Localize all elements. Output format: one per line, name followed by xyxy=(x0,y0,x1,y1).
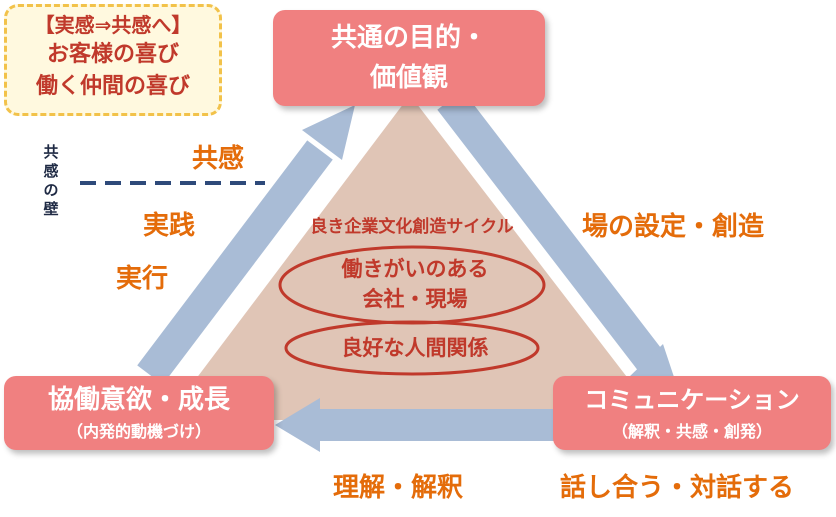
label-ba-settei: 場の設定・創造 xyxy=(582,212,765,242)
node-shared-purpose: 共通の目的・ 価値観 xyxy=(273,10,545,106)
node-top-line1: 共通の目的・ xyxy=(330,23,487,53)
label-jissen: 実践 xyxy=(143,211,196,241)
callout-line-colleague: 働く仲間の喜び xyxy=(35,74,190,99)
label-hanashiau: 話し合う・対話する xyxy=(560,473,795,503)
inner-triangle xyxy=(165,95,660,420)
node-right-sub: （解釈・共感・創発） xyxy=(611,422,772,441)
ellipse1-line2: 会社・現場 xyxy=(362,287,468,311)
ellipse1-line1: 働きがいのある xyxy=(341,257,489,281)
node-top-line2: 価値観 xyxy=(369,63,448,93)
label-jikko: 実行 xyxy=(116,264,169,294)
ellipse2-text: 良好な人間関係 xyxy=(341,336,489,360)
ellipse1-text: 働きがいのある 会社・現場 xyxy=(290,254,540,314)
node-right-main: コミュニケーション xyxy=(584,386,800,414)
node-communication: コミュニケーション （解釈・共感・創発） xyxy=(553,376,831,450)
ellipse-good-relations xyxy=(284,320,540,376)
cycle-title: 良き企業文化創造サイクル xyxy=(310,217,514,237)
node-left-sub: （内発的動機づけ） xyxy=(66,422,211,441)
empathy-wall-label: 共感の壁 xyxy=(43,143,59,218)
callout-title: 【実感⇒共感へ】 xyxy=(34,13,192,37)
arrow-left-up xyxy=(137,105,355,385)
callout-line-customer: お客様の喜び xyxy=(46,42,179,67)
node-collaboration: 協働意欲・成長 （内発的動機づけ） xyxy=(4,376,274,450)
empathy-callout: 【実感⇒共感へ】 お客様の喜び 働く仲間の喜び xyxy=(4,4,222,116)
node-left-main: 協働意欲・成長 xyxy=(47,385,230,415)
label-rikai: 理解・解釈 xyxy=(333,473,464,503)
label-kyokan: 共感 xyxy=(192,144,245,174)
